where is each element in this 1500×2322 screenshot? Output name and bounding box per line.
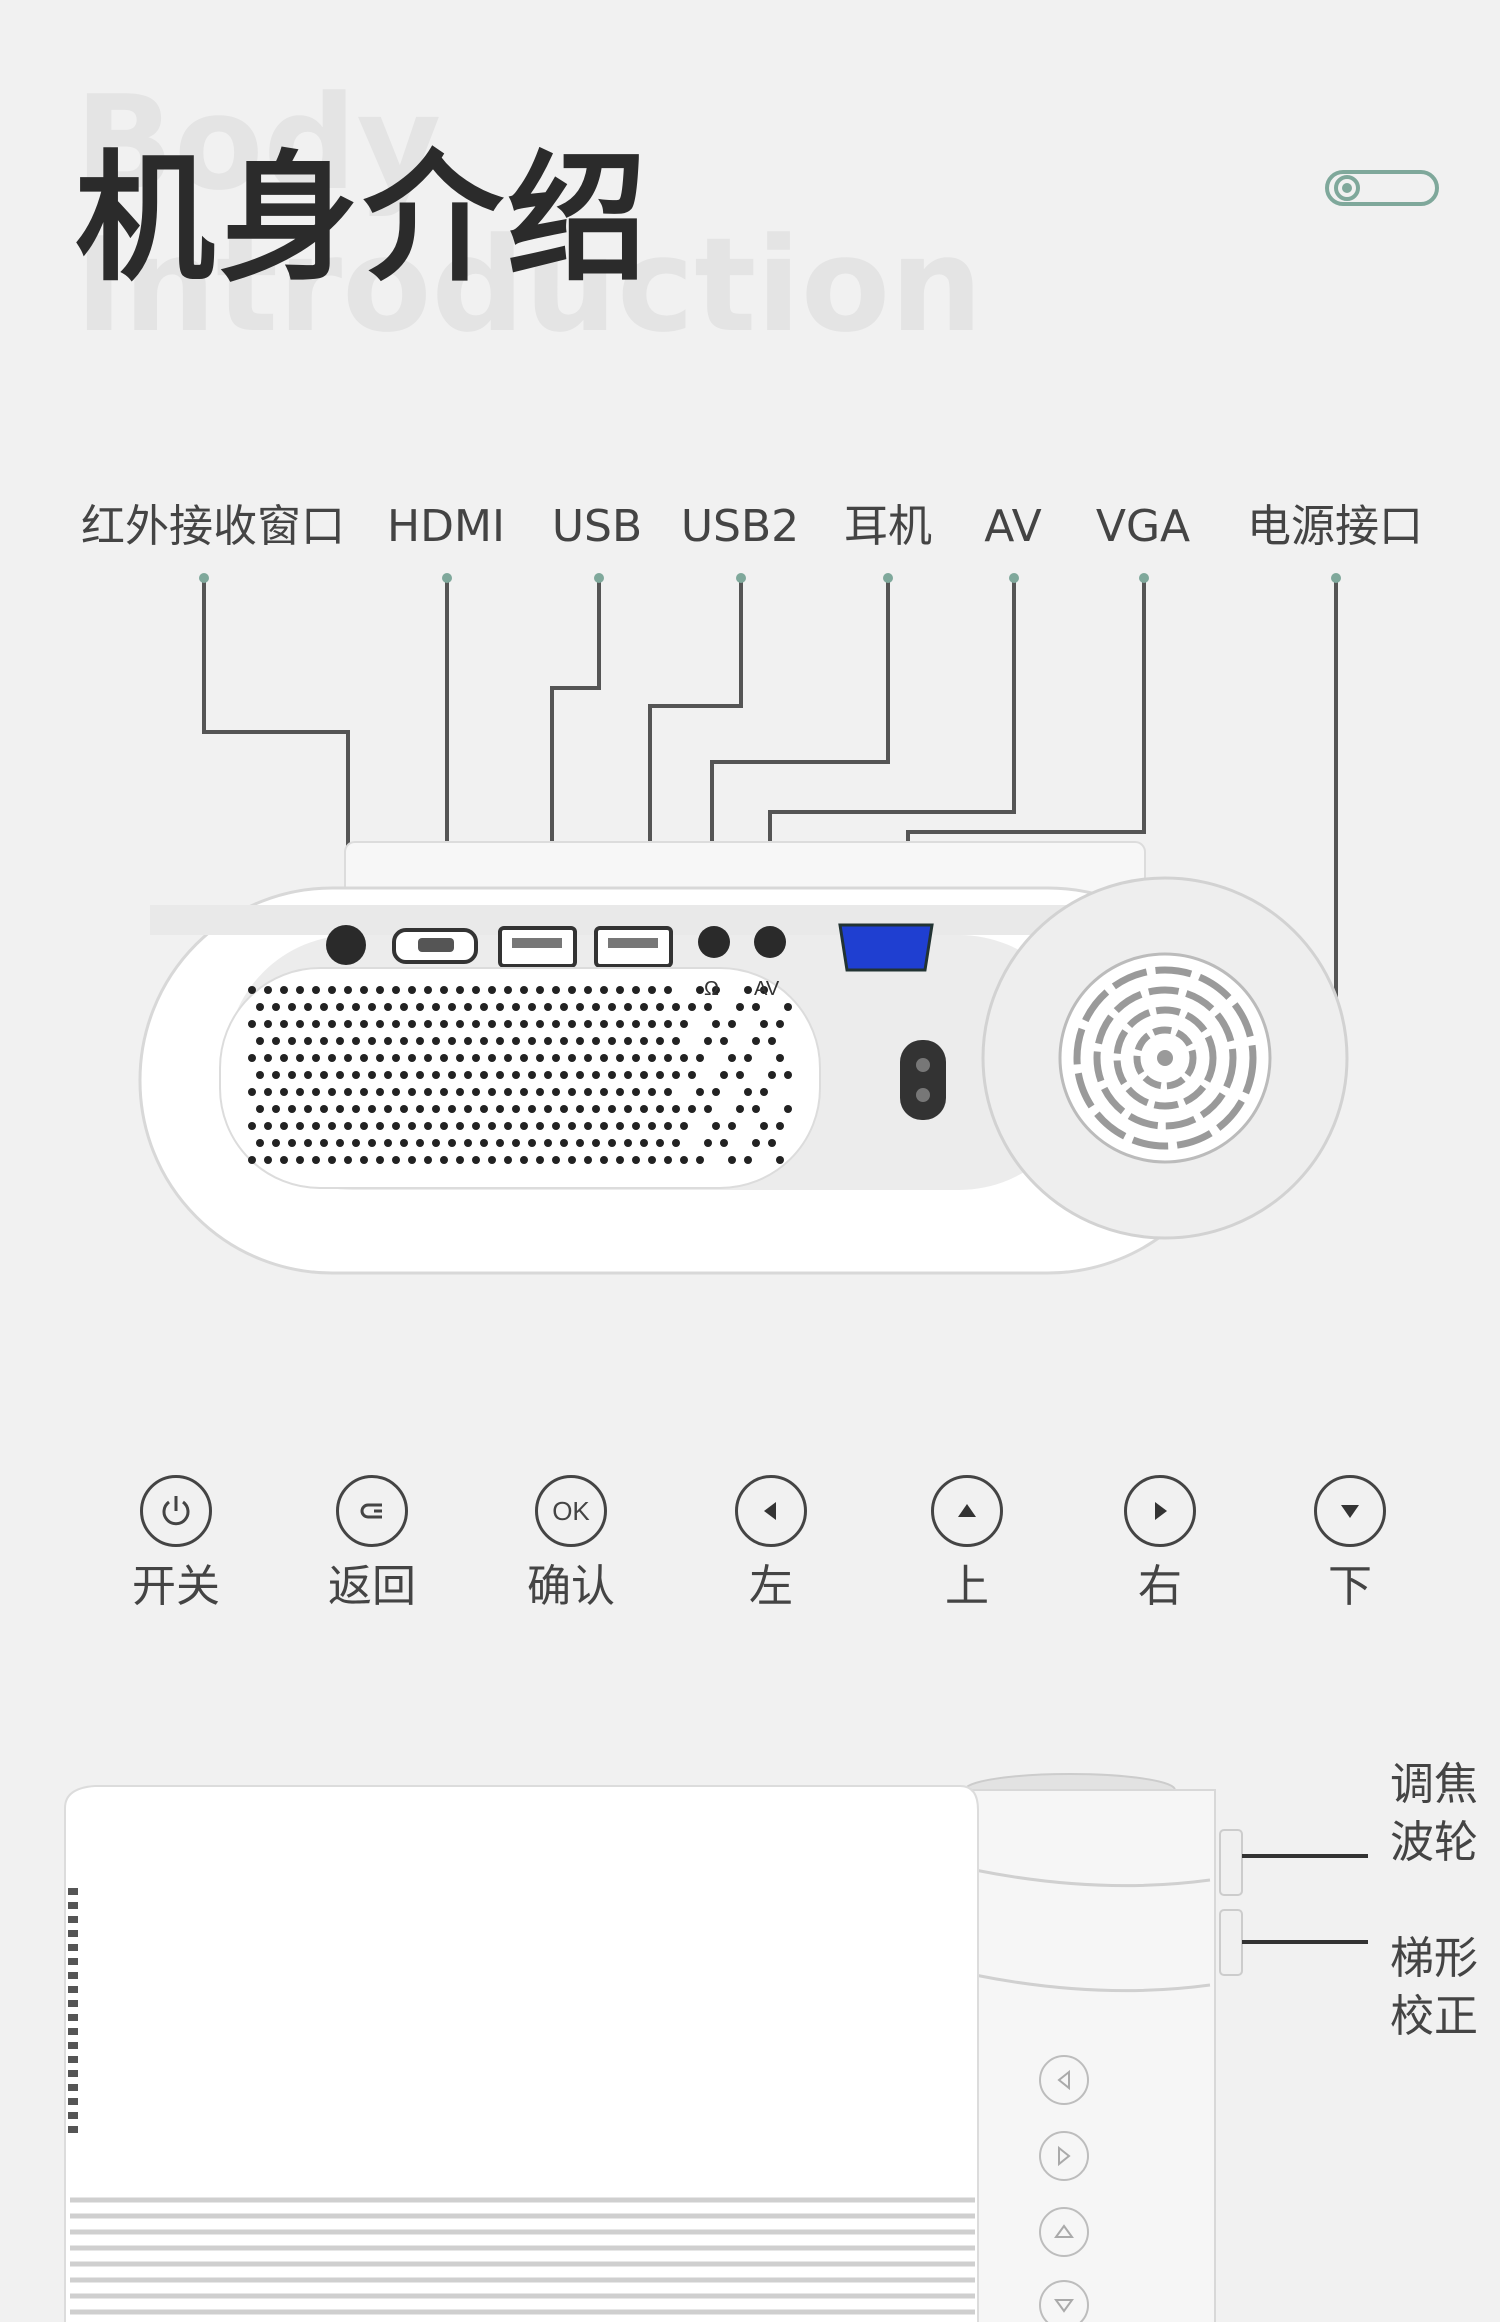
control-label: 右 bbox=[1138, 1561, 1182, 1612]
focus-wheel-label-line2: 波轮 bbox=[1390, 1817, 1478, 1868]
headphone-mark: Ω bbox=[704, 978, 719, 1000]
label-power: 电源接口 bbox=[1247, 501, 1423, 552]
control-label: 左 bbox=[749, 1561, 793, 1612]
toggle-icon bbox=[1325, 170, 1439, 206]
control-left: 左 bbox=[706, 1475, 836, 1609]
power-icon bbox=[140, 1475, 212, 1547]
label-headphone: 耳机 bbox=[844, 501, 932, 552]
down-arrow-icon bbox=[1314, 1475, 1386, 1547]
bg-word-body: Body bbox=[75, 67, 442, 219]
label-usb2: USB2 bbox=[680, 501, 800, 552]
keystone-label-line2: 校正 bbox=[1390, 1991, 1478, 2042]
projector-side-view bbox=[64, 1773, 1368, 2322]
bg-word-introduction: Introduction bbox=[75, 209, 983, 361]
control-right: 右 bbox=[1095, 1475, 1225, 1609]
ok-icon-text: OK bbox=[552, 1495, 590, 1526]
control-label: 下 bbox=[1328, 1561, 1372, 1612]
page-title: 机身介绍 bbox=[75, 138, 652, 301]
control-label: 返回 bbox=[328, 1561, 416, 1612]
label-ir-window: 红外接收窗口 bbox=[81, 501, 345, 552]
right-arrow-icon bbox=[1124, 1475, 1196, 1547]
keystone-label-line1: 梯形 bbox=[1390, 1933, 1478, 1984]
av-mark: AV bbox=[754, 978, 780, 1000]
control-down: 下 bbox=[1285, 1475, 1415, 1609]
control-up: 上 bbox=[902, 1475, 1032, 1609]
control-power: 开关 bbox=[111, 1475, 241, 1609]
up-arrow-icon bbox=[931, 1475, 1003, 1547]
projector-back-view bbox=[138, 573, 1349, 1275]
label-hdmi: HDMI bbox=[387, 501, 505, 552]
focus-wheel-label-line1: 调焦 bbox=[1390, 1759, 1478, 1810]
control-return: 返回 bbox=[307, 1475, 437, 1609]
control-label: 上 bbox=[945, 1561, 989, 1612]
ok-icon: OK bbox=[535, 1475, 607, 1547]
left-arrow-icon bbox=[735, 1475, 807, 1547]
control-label: 确认 bbox=[527, 1561, 615, 1612]
return-icon bbox=[336, 1475, 408, 1547]
label-vga: VGA bbox=[1095, 501, 1191, 552]
control-ok: OK 确认 bbox=[506, 1475, 636, 1609]
keystone-label: 梯形 校正 bbox=[1390, 1930, 1478, 2046]
control-label: 开关 bbox=[132, 1561, 220, 1612]
label-usb: USB bbox=[551, 501, 643, 552]
focus-wheel-label: 调焦 波轮 bbox=[1390, 1756, 1478, 1872]
label-av: AV bbox=[984, 501, 1042, 552]
